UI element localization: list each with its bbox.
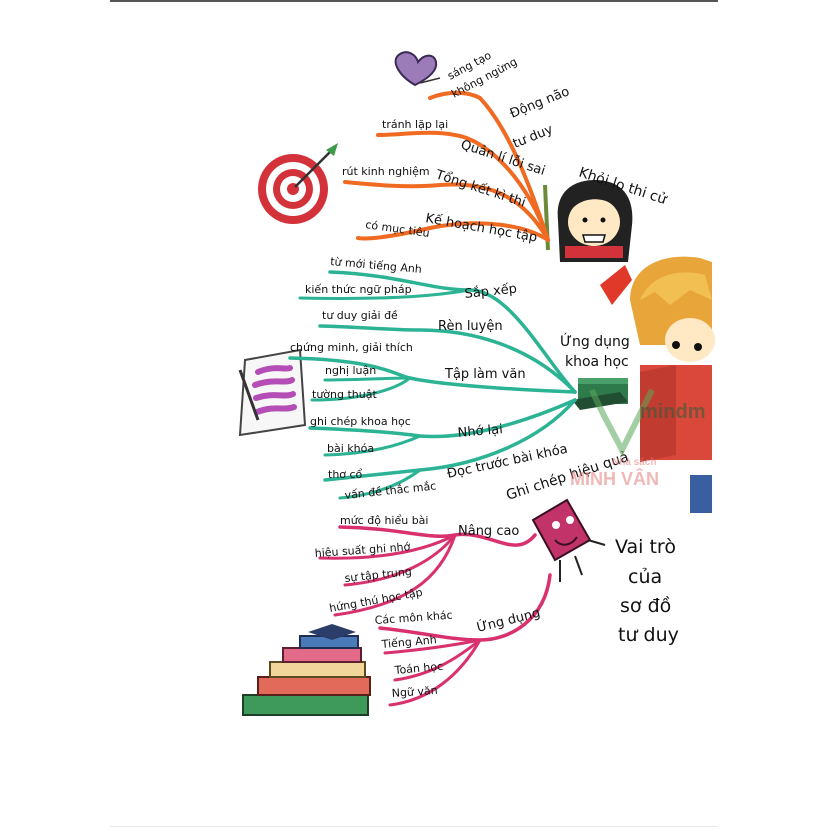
leaf-cac-mon-khac: Các môn khác <box>374 609 453 627</box>
leaf-muc-do-hieu-bai: mức độ hiểu bài <box>340 514 428 527</box>
title-line-4: tư duy <box>618 624 679 646</box>
heart-icon <box>394 51 441 87</box>
branch-ung-dung: Ứng dụng <box>475 605 542 636</box>
leaf-nghi-luan: nghị luận <box>325 364 376 377</box>
leaf-tranh-lap-lai: tránh lặp lại <box>382 118 448 131</box>
leaf-chung-minh-giai-thich: chứng minh, giải thích <box>290 341 413 354</box>
dartboard-icon <box>258 143 338 224</box>
watermark-small: Nhà sách <box>612 457 656 468</box>
watermark: mindm Nhà sách MINH VÂN <box>570 388 706 489</box>
magenta-branch-lines <box>318 525 552 707</box>
boy-reading-illustration <box>572 256 715 513</box>
leaf-tho-co: thơ cổ <box>328 468 363 481</box>
orange-branch-lines <box>343 90 550 242</box>
leaf-van-de-thac-mac: vấn đề thắc mắc <box>344 479 437 502</box>
branch-sap-xep: Sắp xếp <box>464 282 518 302</box>
title-line-3: sơ đồ <box>620 595 671 617</box>
branch-tap-lam-van: Tập làm văn <box>444 367 526 382</box>
branch-nang-cao: Nâng cao <box>458 524 519 539</box>
title-line-2: của <box>628 566 662 588</box>
branch-ke-hoach-hoc-tap: Kế hoạch học tập <box>424 211 538 245</box>
watermark-mindmap: mindm <box>640 401 706 423</box>
leaf-tuong-thuat: tường thuật <box>312 388 377 401</box>
leaf-hung-thu-hoc-tap: hứng thú học tập <box>328 586 423 615</box>
label-ung-dung-line1: Ứng dụng <box>560 332 630 350</box>
branch-tu-duy: tư duy <box>511 122 556 152</box>
leaf-kien-thuc-ngu-phap: kiến thức ngữ pháp <box>305 283 412 296</box>
bottom-rule <box>110 826 718 827</box>
leaf-ngu-van: Ngữ văn <box>391 684 438 700</box>
branch-ren-luyen: Rèn luyện <box>438 319 503 334</box>
teal-branch-lines <box>288 270 577 500</box>
top-rule <box>110 0 718 2</box>
leaf-tieng-anh: Tiếng Anh <box>380 633 437 651</box>
leaf-bai-khoa: bài khóa <box>327 442 374 455</box>
leaf-ghi-chep-khoa-hoc: ghi chép khoa học <box>310 415 411 428</box>
label-ung-dung-line2: khoa học <box>565 354 629 370</box>
branch-nho-lai: Nhớ lại <box>457 422 503 441</box>
notebook-character-illustration <box>531 498 606 582</box>
watermark-minh-van: MINH VÂN <box>570 468 659 489</box>
title-line-1: Vai trò <box>615 536 676 558</box>
leaf-tu-duy-giai-de: tư duy giải đề <box>322 309 398 322</box>
book-stack-illustration <box>242 624 371 716</box>
note-paper-icon <box>238 348 307 437</box>
leaf-su-tap-trung: sự tập trung <box>344 565 412 585</box>
leaf-rut-kinh-nghiem: rút kinh nghiệm <box>342 165 430 178</box>
girl-character-illustration <box>543 180 633 305</box>
leaf-toan-hoc: Toán học <box>393 660 443 677</box>
branch-dong-nao: Động não <box>508 84 572 121</box>
